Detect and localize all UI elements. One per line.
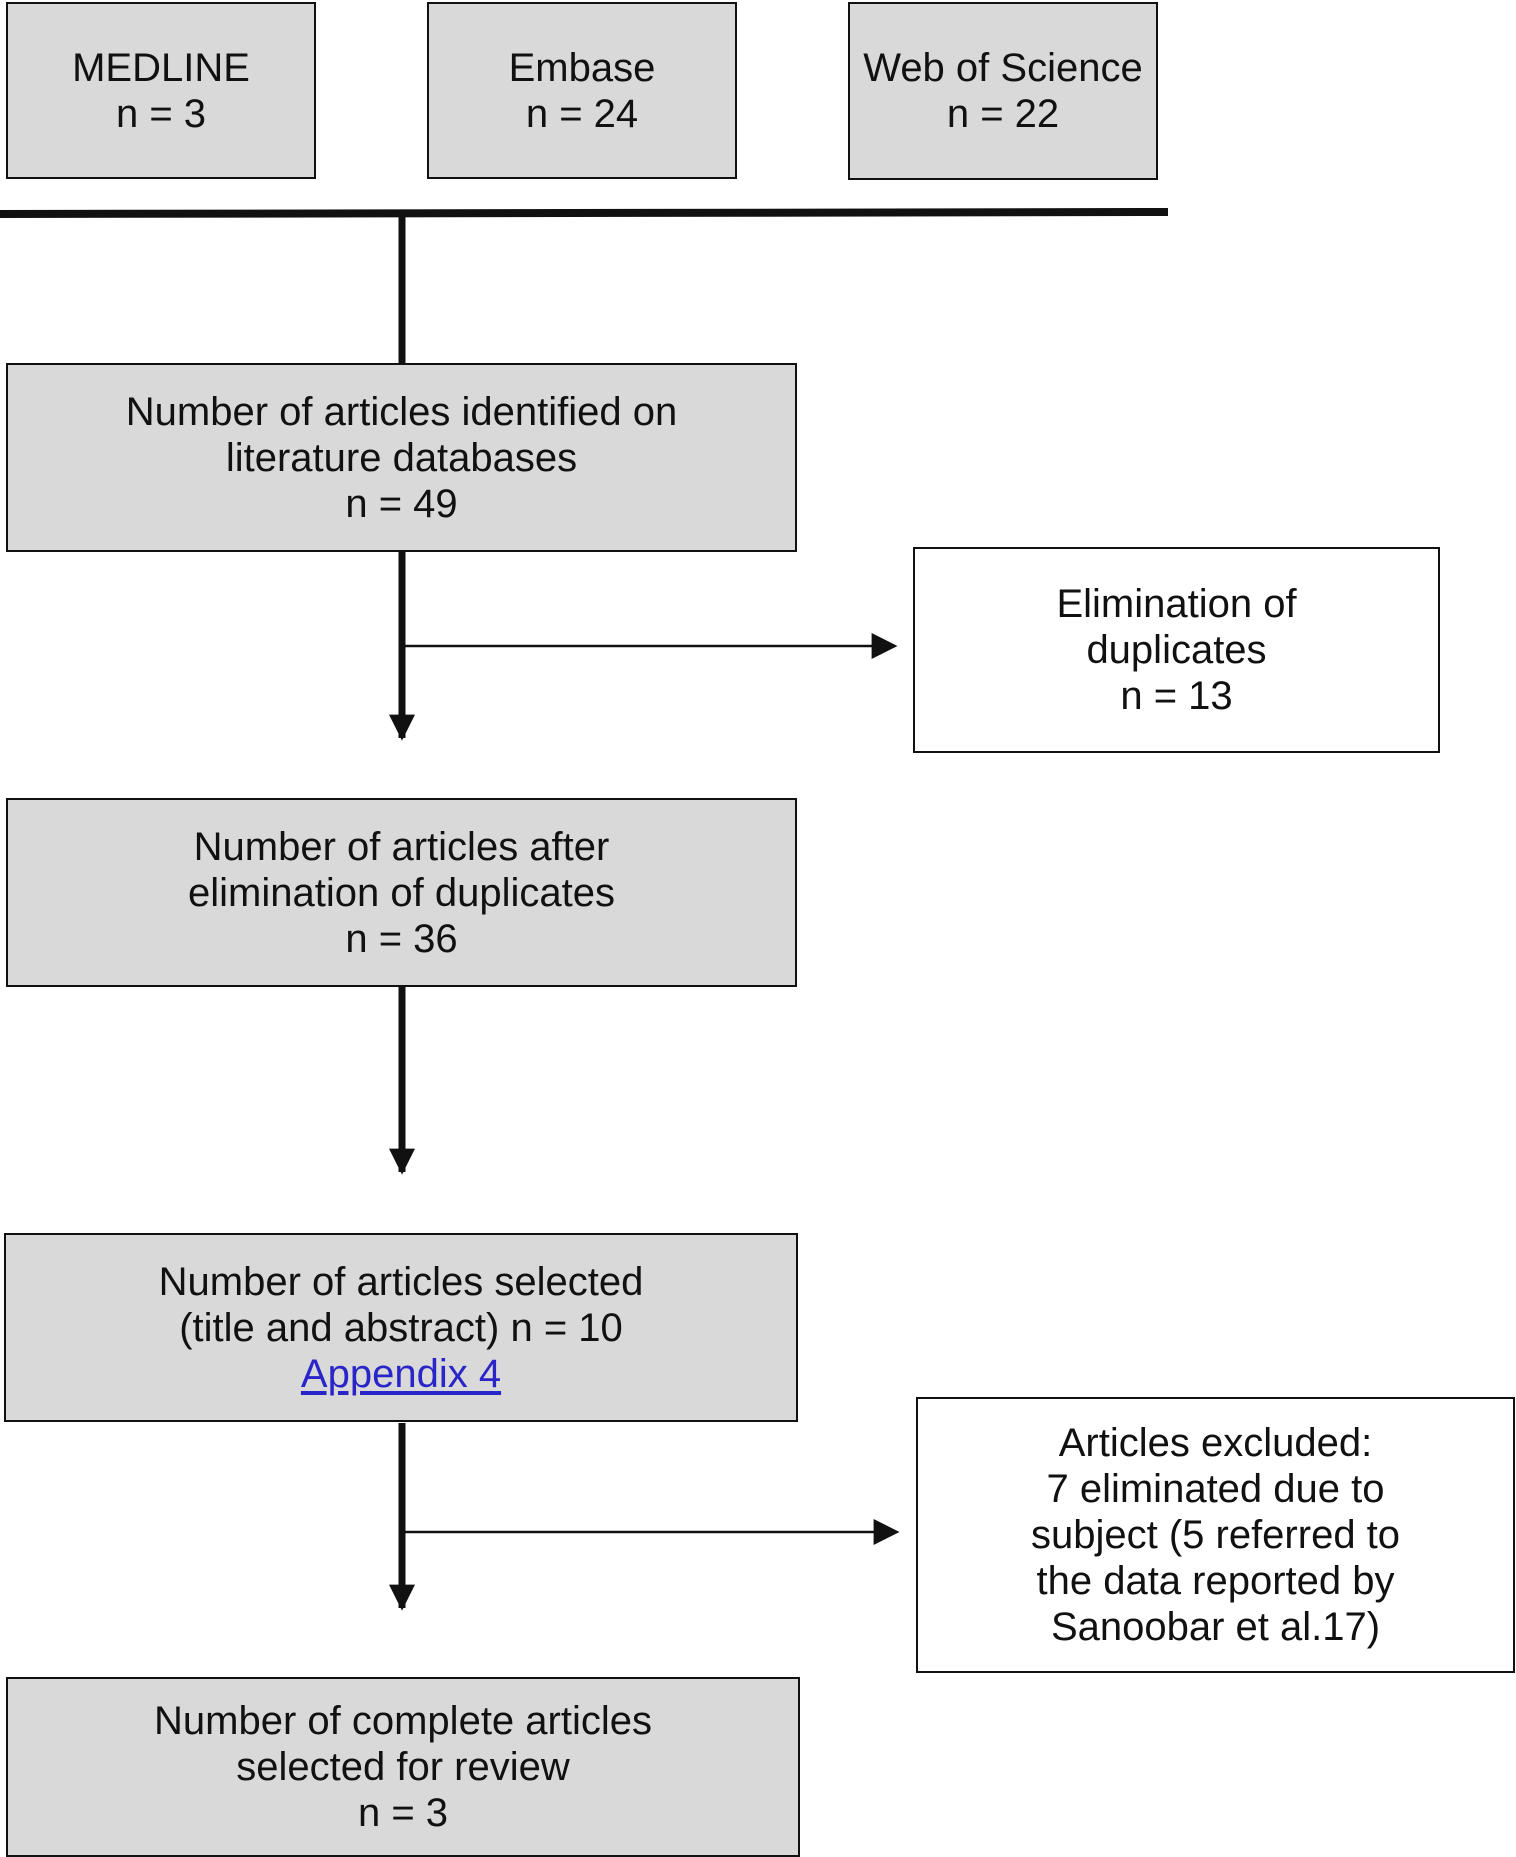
identified-line2: literature databases xyxy=(225,435,578,480)
identified-box: Number of articles identified on literat… xyxy=(6,363,797,552)
duplicates-box: Elimination of duplicates n = 13 xyxy=(913,547,1440,753)
selected-line2: (title and abstract) n = 10 xyxy=(179,1305,623,1350)
selected-line1: Number of articles selected xyxy=(158,1259,644,1304)
after-duplicates-line2: elimination of duplicates xyxy=(188,870,615,915)
final-line1: Number of complete articles xyxy=(154,1699,652,1743)
final-line2: selected for review xyxy=(236,1745,570,1789)
after-duplicates-line1: Number of articles after xyxy=(193,824,610,869)
identified-line1: Number of articles identified on xyxy=(125,389,678,434)
source-box-medline: MEDLINE n = 3 xyxy=(6,2,316,179)
selected-box: Number of articles selected (title and a… xyxy=(4,1233,798,1422)
final-box: Number of complete articles selected for… xyxy=(6,1677,800,1857)
source-name: MEDLINE xyxy=(72,45,250,90)
source-name: Embase xyxy=(508,45,656,90)
duplicates-line2: duplicates xyxy=(1086,628,1267,672)
source-box-embase: Embase n = 24 xyxy=(427,2,737,179)
source-box-web-of-science: Web of Science n = 22 xyxy=(848,2,1158,180)
excluded-box: Articles excluded: 7 eliminated due to s… xyxy=(916,1397,1515,1673)
after-duplicates-count: n = 36 xyxy=(345,916,458,961)
excluded-line1: Articles excluded: xyxy=(1058,1421,1373,1465)
excluded-line4: the data reported by xyxy=(1036,1559,1395,1603)
excluded-line3: subject (5 referred to xyxy=(1030,1513,1401,1557)
source-count: n = 3 xyxy=(115,91,207,136)
source-count: n = 22 xyxy=(946,92,1060,136)
final-count: n = 3 xyxy=(357,1791,449,1835)
duplicates-line1: Elimination of xyxy=(1056,582,1297,626)
source-name: Web of Science xyxy=(863,46,1143,90)
source-count: n = 24 xyxy=(525,91,639,136)
merge-bar xyxy=(0,208,1169,218)
appendix-link[interactable]: Appendix 4 xyxy=(300,1351,502,1396)
excluded-line5: Sanoobar et al.17) xyxy=(1050,1605,1381,1649)
after-duplicates-box: Number of articles after elimination of … xyxy=(6,798,797,987)
identified-count: n = 49 xyxy=(345,481,458,526)
duplicates-count: n = 13 xyxy=(1120,674,1233,718)
excluded-line2: 7 eliminated due to xyxy=(1046,1467,1385,1511)
